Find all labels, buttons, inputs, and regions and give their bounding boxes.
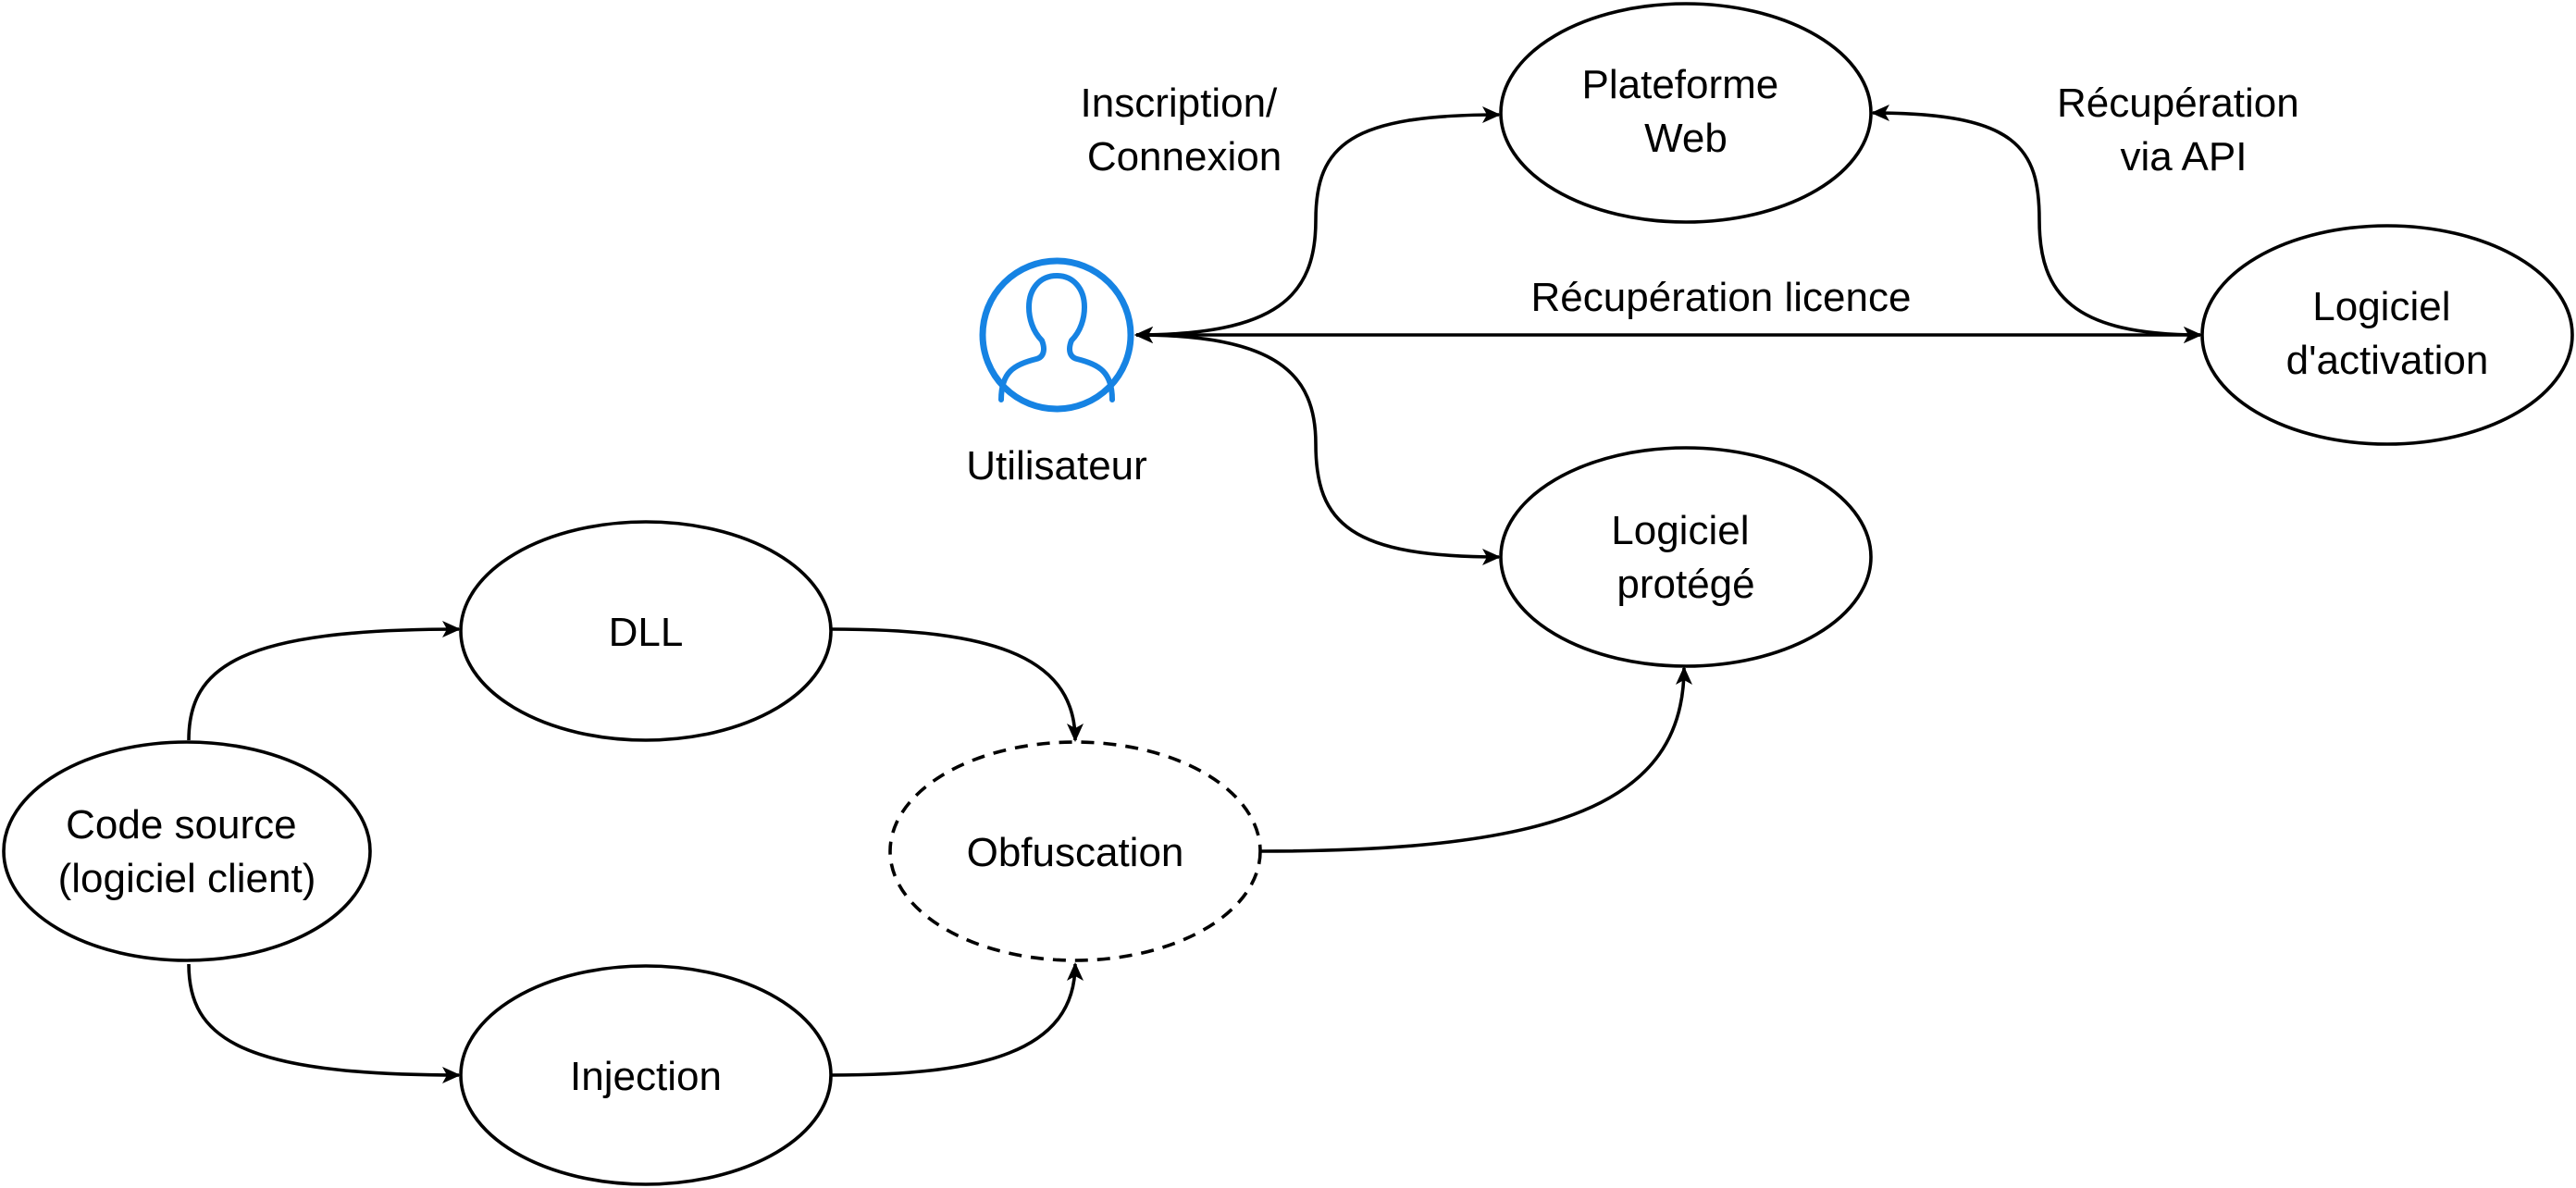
node-obfuscation-label: Obfuscation xyxy=(967,830,1184,875)
node-plateforme-web-line2: Web xyxy=(1644,116,1728,161)
node-logiciel-protege-line1: Logiciel xyxy=(1611,508,1749,553)
node-plateforme-web: Plateforme Web xyxy=(1499,2,1873,224)
edge-label-inscription-line2: Connexion xyxy=(1087,134,1282,179)
edge-user-plateforme xyxy=(1134,106,1501,343)
svg-text:Code source (logiciel cl: Code source (logiciel client) xyxy=(58,802,316,901)
edge-user-logiciel-protege xyxy=(1134,327,1501,565)
node-logiciel-protege-line2: protégé xyxy=(1616,562,1754,607)
node-logiciel-activation-line2: d'activation xyxy=(2286,338,2489,383)
edge-code-injection xyxy=(187,963,461,1083)
node-logiciel-protege: Logiciel protégé xyxy=(1499,446,1873,668)
node-utilisateur-label: Utilisateur xyxy=(966,443,1147,489)
edge-dll-obfuscation xyxy=(830,627,1084,742)
edge-code-dll xyxy=(187,621,461,741)
node-obfuscation: Obfuscation xyxy=(888,740,1262,962)
edge-label-inscription-line1: Inscription/ xyxy=(1081,80,1279,126)
node-dll: DLL xyxy=(459,520,833,742)
node-logiciel-activation-line1: Logiciel xyxy=(2312,284,2450,329)
edge-label-recuperation-licence: Récupération licence xyxy=(1531,275,1912,320)
edge-label-recuperation-api-line2: via API xyxy=(2121,134,2248,179)
edge-injection-obfuscation xyxy=(830,962,1084,1077)
node-dll-label: DLL xyxy=(609,610,684,655)
edge-plateforme-activation xyxy=(1871,105,2202,343)
edge-obfuscation-logiciel-protege xyxy=(1259,666,1692,853)
edge-label-inscription: Inscription/ Connexion xyxy=(1081,80,1289,179)
edge-label-recuperation-api-line1: Récupération xyxy=(2057,80,2299,126)
node-utilisateur: Utilisateur xyxy=(966,257,1147,489)
node-code-source-line2: (logiciel client) xyxy=(58,856,316,901)
node-code-source-line1: Code source xyxy=(66,802,296,848)
node-injection-label: Injection xyxy=(570,1054,722,1099)
svg-text:Plateforme Web: Plateforme Web xyxy=(1582,62,1790,161)
svg-text:Logiciel d'activation: Logiciel d'activation xyxy=(2286,284,2489,383)
user-icon xyxy=(979,257,1134,413)
node-plateforme-web-line1: Plateforme xyxy=(1582,62,1779,107)
edge-label-recuperation-api: Récupération via API xyxy=(2057,80,2310,179)
node-code-source: Code source (logiciel client) xyxy=(2,740,372,962)
node-logiciel-activation: Logiciel d'activation xyxy=(2200,224,2574,446)
svg-text:Logiciel protégé: Logiciel protégé xyxy=(1611,508,1760,607)
node-injection: Injection xyxy=(459,964,833,1186)
